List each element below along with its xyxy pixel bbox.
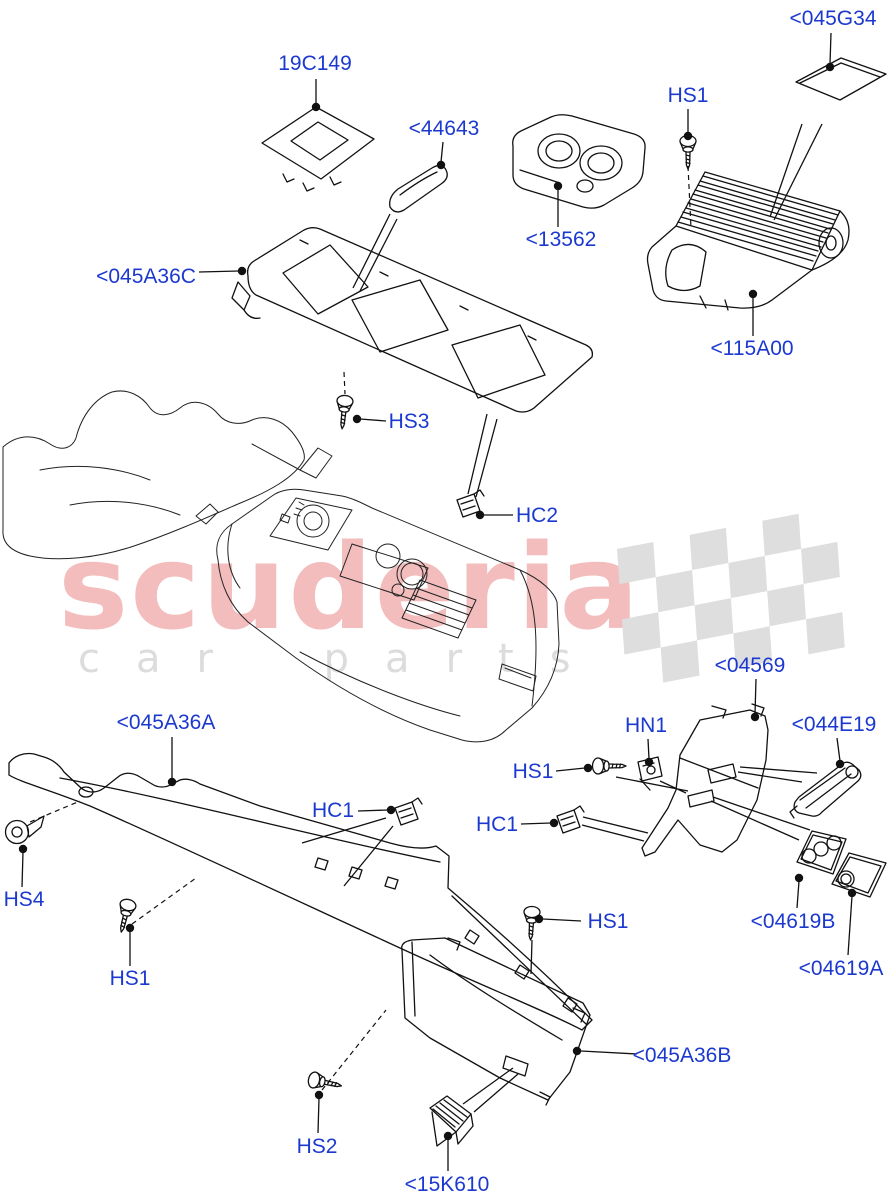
leader-dots: [18, 62, 857, 1141]
part-label-115A00[interactable]: <115A00: [710, 337, 794, 360]
part-label-HS1-top[interactable]: HS1: [667, 84, 709, 107]
fastener-sketches: [4, 134, 697, 1095]
label-leader-lines: [21, 32, 853, 1171]
part-label-HC1-right[interactable]: HC1: [475, 813, 519, 836]
part-label-04619A[interactable]: <04619A: [798, 957, 884, 980]
part-label-HN1[interactable]: HN1: [624, 714, 668, 737]
part-label-HS3[interactable]: HS3: [388, 410, 430, 433]
part-sketch-HC1-left: [394, 797, 423, 826]
part-label-HS1-mid[interactable]: HS1: [512, 760, 554, 783]
part-sketch-44643: [389, 164, 448, 213]
part-label-HS1-bottom-left[interactable]: HS1: [109, 967, 151, 990]
part-sketch-045A36C: [231, 227, 594, 413]
part-label-15K610[interactable]: <15K610: [404, 1173, 490, 1196]
part-label-04619B[interactable]: <04619B: [750, 910, 836, 933]
part-label-44643[interactable]: <44643: [408, 117, 480, 140]
part-label-04569[interactable]: <04569: [714, 654, 786, 677]
part-label-HC2[interactable]: HC2: [515, 504, 559, 527]
part-label-045A36B[interactable]: <045A36B: [632, 1044, 732, 1067]
part-sketch-115A00: [646, 171, 850, 311]
part-label-045A36C[interactable]: <045A36C: [96, 265, 196, 288]
part-label-HS1-mid-bottom[interactable]: HS1: [587, 910, 629, 933]
part-sketch-045A36B: [401, 937, 591, 1106]
assembled-console-sketch: [2, 390, 560, 743]
part-sketch-15K610: [429, 1095, 474, 1147]
checkered-flag-watermark: [617, 513, 845, 683]
part-label-044E19[interactable]: <044E19: [791, 713, 877, 736]
part-label-045A36A[interactable]: <045A36A: [116, 711, 216, 734]
part-label-045G34[interactable]: <045G34: [789, 7, 877, 30]
part-label-HS2[interactable]: HS2: [296, 1135, 338, 1158]
part-label-HC1-left[interactable]: HC1: [311, 799, 355, 822]
part-sketch-HC1-right: [556, 805, 585, 834]
part-label-HS4[interactable]: HS4: [3, 888, 45, 911]
part-sketch-04569: [641, 703, 769, 857]
part-sketch-04619A: [831, 852, 887, 898]
part-label-19C149[interactable]: 19C149: [278, 52, 352, 75]
assembly-axis-lines: [29, 165, 692, 1091]
watermark-brand: scuderia: [58, 518, 641, 656]
pointer-lines: [301, 123, 823, 1113]
part-sketch-045G34: [795, 57, 887, 101]
part-sketch-04619B: [796, 830, 847, 875]
part-sketch-045A36A: [8, 752, 593, 1031]
watermark-tagline: car parts: [78, 636, 607, 682]
part-label-13562[interactable]: <13562: [525, 228, 597, 251]
part-sketch-044E19: [789, 761, 862, 819]
part-sketch-19C149: [261, 106, 375, 192]
part-sketch-13562: [512, 114, 646, 209]
